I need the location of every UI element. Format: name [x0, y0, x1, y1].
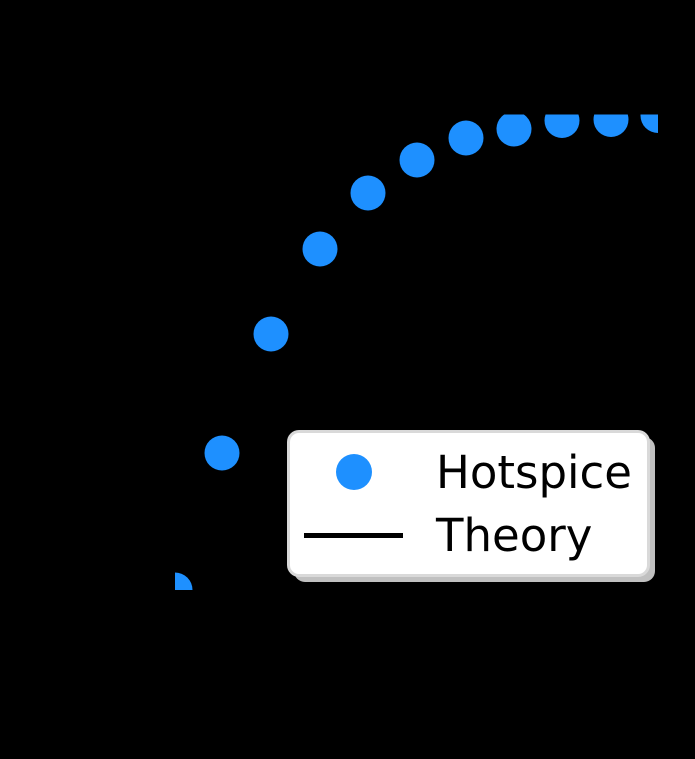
data-point: [496, 114, 532, 147]
data-point: [593, 114, 629, 137]
data-point: [302, 231, 338, 267]
data-point: [448, 120, 484, 156]
legend-marker-box: [304, 532, 403, 538]
data-point: [544, 114, 580, 138]
legend-marker-box: [304, 454, 403, 490]
data-point: [204, 435, 240, 471]
legend-label-hotspice: Hotspice: [436, 445, 632, 499]
axes-spines: [174, 113, 659, 591]
hotspice-dot-icon: [335, 454, 372, 490]
data-point: [175, 572, 193, 590]
legend-item-theory: Theory: [290, 504, 647, 567]
legend-label-theory: Theory: [436, 508, 593, 562]
data-point: [253, 316, 289, 352]
data-point: [640, 114, 658, 133]
data-point: [350, 175, 386, 211]
data-point: [399, 142, 435, 178]
theory-line-icon: [304, 532, 403, 538]
legend: Hotspice Theory: [287, 430, 650, 577]
hotspice-points: [175, 114, 658, 590]
legend-item-hotspice: Hotspice: [290, 441, 647, 504]
